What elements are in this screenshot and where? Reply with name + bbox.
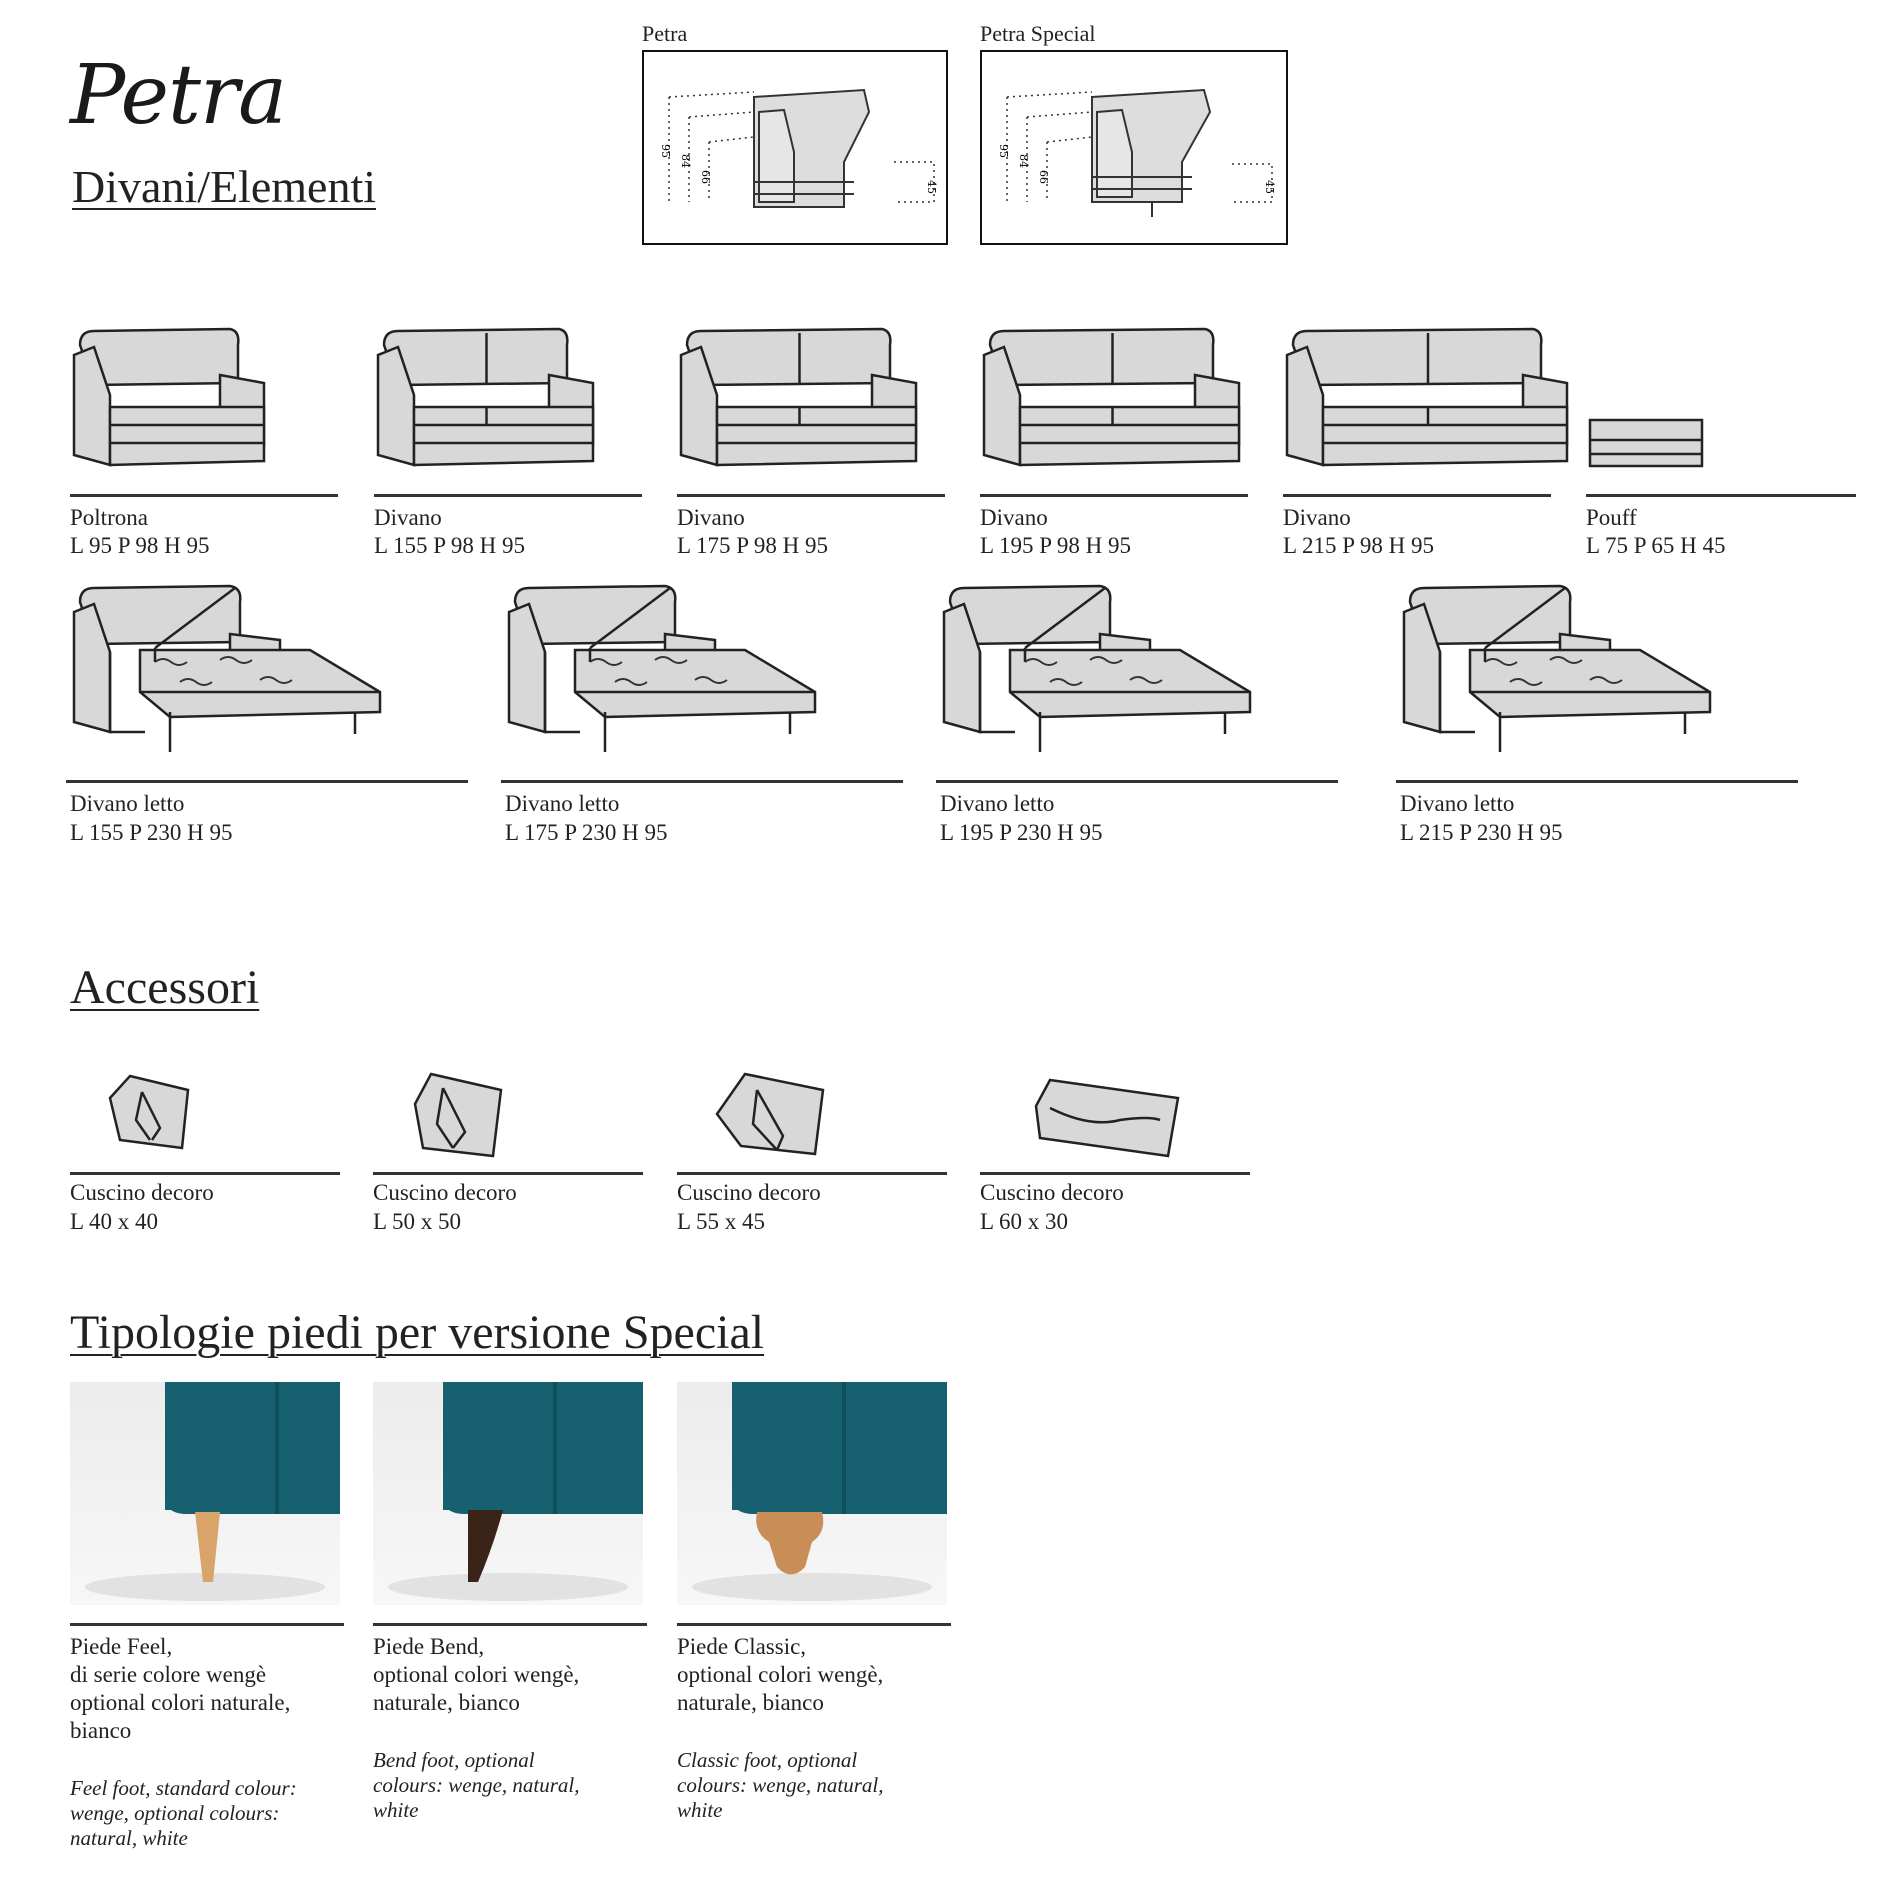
item-dims: L 40 x 40 (70, 1209, 158, 1234)
foot-description-line: Piede Bend, (373, 1634, 485, 1659)
item-name: Cuscino decoro (980, 1180, 1124, 1205)
pouf-drawing-icon (1586, 410, 1706, 480)
sofa-bed-drawing-icon (70, 582, 400, 762)
sofa-drawing-icon (70, 325, 270, 475)
foot-description-en-line: natural, white (70, 1826, 188, 1850)
divider (1396, 780, 1798, 783)
foot-description-line: optional colori wengè, (677, 1662, 884, 1687)
divider (677, 494, 945, 497)
divider (677, 1623, 951, 1626)
dim-66: 66 (699, 170, 712, 184)
item-dims: L 175 P 230 H 95 (505, 820, 668, 845)
divider (501, 780, 903, 783)
cushion-drawing-icon (1010, 1068, 1190, 1168)
foot-description-en-line: wenge, optional colours: (70, 1801, 280, 1825)
sofa-drawing-icon (677, 325, 922, 475)
item-name: Cuscino decoro (373, 1180, 517, 1205)
section-title-feet: Tipologie piedi per versione Special (70, 1306, 765, 1359)
foot-description-line: bianco (70, 1718, 132, 1743)
item-name: Divano letto (505, 791, 620, 816)
dim-95: 95 (659, 144, 672, 158)
section-title-divani: Divani/Elementi (72, 161, 377, 212)
item-name: Poltrona (70, 505, 148, 530)
item-name: Divano letto (1400, 791, 1515, 816)
cushion-drawing-icon (707, 1068, 837, 1168)
item-name: Divano (1283, 505, 1351, 530)
item-name: Divano letto (940, 791, 1055, 816)
item-dims: L 195 P 230 H 95 (940, 820, 1103, 845)
item-dims: L 50 x 50 (373, 1209, 461, 1234)
foot-photo (677, 1382, 947, 1605)
diagram-label-petra: Petra (642, 21, 688, 46)
dim-95: 95 (997, 144, 1010, 158)
item-name: Cuscino decoro (677, 1180, 821, 1205)
item-dims: L 155 P 230 H 95 (70, 820, 233, 845)
item-name: Divano (374, 505, 442, 530)
foot-description-line: naturale, bianco (373, 1690, 520, 1715)
item-dims: L 195 P 98 H 95 (980, 533, 1131, 558)
divider (70, 1623, 344, 1626)
dim-66: 66 (1037, 170, 1050, 184)
item-dims: L 60 x 30 (980, 1209, 1068, 1234)
divider (1586, 494, 1856, 497)
divider (70, 1172, 340, 1175)
foot-description-line: optional colori wengè, (373, 1662, 580, 1687)
foot-photo (70, 1382, 340, 1605)
foot-description-line: Piede Classic, (677, 1634, 807, 1659)
foot-description-en-line: colours: wenge, natural, (677, 1773, 884, 1797)
item-dims: L 155 P 98 H 95 (374, 533, 525, 558)
foot-description-line: Piede Feel, (70, 1634, 173, 1659)
sofa-bed-drawing-icon (940, 582, 1270, 762)
item-name: Cuscino decoro (70, 1180, 214, 1205)
item-name: Divano letto (70, 791, 185, 816)
foot-description-en-line: colours: wenge, natural, (373, 1773, 580, 1797)
foot-description-line: di serie colore wengè (70, 1662, 267, 1687)
sofa-drawing-icon (374, 325, 599, 475)
item-name: Divano (677, 505, 745, 530)
foot-description-en-line: white (373, 1798, 419, 1822)
dimension-diagram-icon: 95 84 66 45 (997, 88, 1276, 217)
item-dims: L 175 P 98 H 95 (677, 533, 828, 558)
divider (980, 1172, 1250, 1175)
diagram-label-petra-special: Petra Special (980, 21, 1096, 46)
dim-45: 45 (1263, 180, 1276, 194)
sofa-bed-drawing-icon (1400, 582, 1730, 762)
divider (374, 494, 642, 497)
item-dims: L 95 P 98 H 95 (70, 533, 210, 558)
dimension-diagram-icon: 95 84 66 45 (659, 88, 938, 208)
divider (1283, 494, 1551, 497)
item-name: Divano (980, 505, 1048, 530)
foot-description-en-line: Bend foot, optional (373, 1748, 535, 1772)
sofa-drawing-icon (980, 325, 1245, 475)
foot-description-en-line: Feel foot, standard colour: (70, 1776, 297, 1800)
divider (936, 780, 1338, 783)
diagram-petra-special: 95 84 66 45 (980, 50, 1288, 245)
item-name: Pouff (1586, 505, 1637, 530)
sofa-drawing-icon (1283, 325, 1573, 475)
foot-description-line: naturale, bianco (677, 1690, 824, 1715)
cushion-drawing-icon (100, 1068, 200, 1168)
brand-title: Petra (70, 48, 287, 143)
divider (373, 1623, 647, 1626)
foot-description-en-line: Classic foot, optional (677, 1748, 858, 1772)
foot-description-en-line: white (677, 1798, 723, 1822)
diagram-petra: 95 84 66 45 (642, 50, 948, 245)
divider (66, 780, 468, 783)
divider (70, 494, 338, 497)
divider (980, 494, 1248, 497)
divider (677, 1172, 947, 1175)
sofa-bed-drawing-icon (505, 582, 835, 762)
item-dims: L 215 P 98 H 95 (1283, 533, 1434, 558)
foot-photo (373, 1382, 643, 1605)
item-dims: L 55 x 45 (677, 1209, 765, 1234)
dim-45: 45 (925, 180, 938, 194)
item-dims: L 75 P 65 H 45 (1586, 533, 1726, 558)
cushion-drawing-icon (403, 1068, 513, 1168)
dim-84: 84 (1017, 154, 1030, 168)
item-dims: L 215 P 230 H 95 (1400, 820, 1563, 845)
divider (373, 1172, 643, 1175)
foot-description-line: optional colori naturale, (70, 1690, 291, 1715)
section-title-accessori: Accessori (70, 961, 260, 1014)
dim-84: 84 (679, 154, 692, 168)
